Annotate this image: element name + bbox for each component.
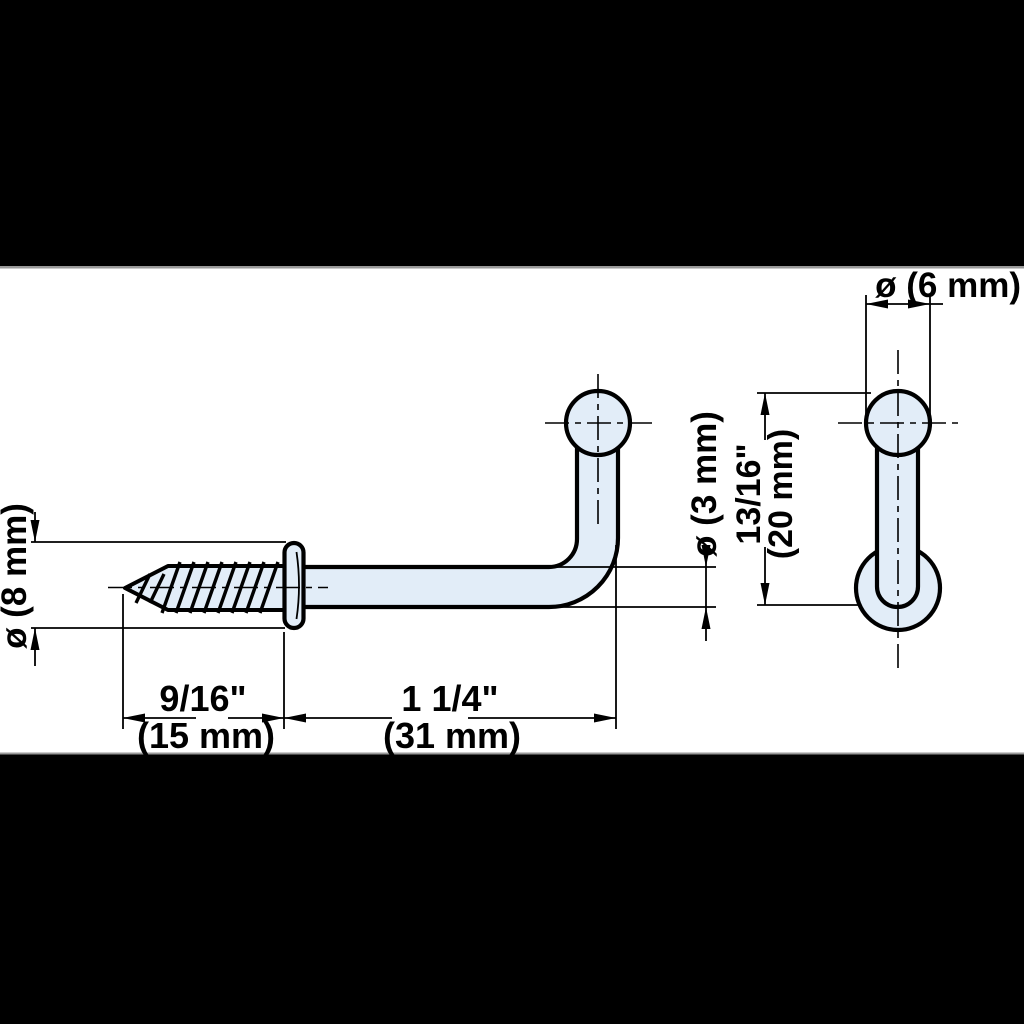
arrow-thread-right	[262, 713, 284, 723]
arrow-height-top	[760, 393, 770, 415]
arrow-arm-left	[284, 713, 306, 723]
dim-label-arm-length-imperial: 1 1/4"	[401, 678, 498, 719]
arrow-thread-left	[123, 713, 145, 723]
arrow-height-bottom	[760, 583, 770, 605]
arrow-rod-top	[701, 545, 711, 567]
dim-label-flange-diameter: ø (8 mm)	[0, 503, 34, 649]
dim-label-ball-diameter: ø (6 mm)	[875, 266, 1021, 305]
dim-label-thread-length-imperial: 9/16"	[159, 678, 246, 719]
drawing-paper	[0, 267, 1024, 754]
arrow-flange-bottom	[30, 628, 40, 650]
dim-label-height-metric: (20 mm)	[762, 429, 800, 559]
arrow-ball-left	[866, 299, 888, 309]
dim-label-thread-length-metric: (15 mm)	[137, 715, 275, 756]
dim-label-height-imperial: 13/16"	[730, 443, 768, 544]
arrow-flange-top	[30, 520, 40, 542]
dim-label-rod-diameter: ø (3 mm)	[685, 411, 724, 557]
centerlines	[108, 350, 958, 668]
letterbox-top-edge	[0, 266, 1024, 269]
arrow-arm-right	[594, 713, 616, 723]
arrow-rod-bottom	[701, 607, 711, 629]
letterbox-bottom-edge	[0, 752, 1024, 755]
washer-flange-side	[282, 540, 306, 631]
dim-label-arm-length-metric: (31 mm)	[383, 715, 521, 756]
dimension-arrowheads	[30, 299, 930, 723]
thread-line	[148, 573, 166, 604]
thread-line	[134, 573, 152, 604]
arrow-ball-right	[908, 299, 930, 309]
washer-flange-highlight	[295, 551, 300, 620]
hook-rod-side	[300, 444, 621, 610]
